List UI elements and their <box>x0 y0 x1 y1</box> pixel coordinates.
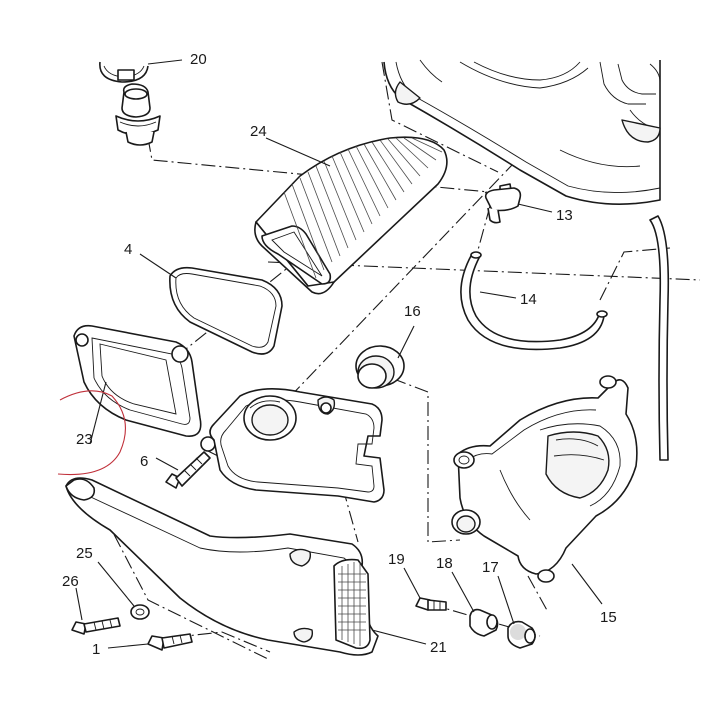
part-13-breather-fitting <box>484 183 553 224</box>
callout-14: 14 <box>520 291 537 308</box>
part-25-washer <box>97 561 150 620</box>
callout-18: 18 <box>436 555 453 572</box>
part-15-intake-housing <box>451 375 638 605</box>
part-17-rubber-grommet <box>497 575 536 649</box>
intake-hose-right <box>649 215 670 461</box>
callout-21: 21 <box>430 639 447 656</box>
lower-cover-grille <box>333 558 371 650</box>
part-20-hose-clamp <box>99 59 183 83</box>
part-21-lower-cover <box>65 477 427 656</box>
callout-16: 16 <box>404 303 421 320</box>
callout-25: 25 <box>76 545 93 562</box>
highlight-circle-23 <box>57 390 126 476</box>
part-14-breather-hose <box>460 251 608 351</box>
callout-4: 4 <box>124 241 132 258</box>
callout-26: 26 <box>62 573 79 590</box>
callout-15: 15 <box>600 609 617 626</box>
frame-airbox-body <box>383 59 661 205</box>
callout-17: 17 <box>482 559 499 576</box>
callout-19: 19 <box>388 551 405 568</box>
part-19-screw <box>403 567 447 611</box>
part-20-connector <box>115 83 161 146</box>
callout-6: 6 <box>140 453 148 470</box>
part-16-rubber-sleeve <box>355 325 415 389</box>
callout-1: 1 <box>92 641 100 658</box>
part-1-bolt <box>107 633 193 651</box>
callout-13: 13 <box>556 207 573 224</box>
filter-pleats <box>283 137 443 279</box>
callout-23: 23 <box>76 431 93 448</box>
callout-20: 20 <box>190 51 207 68</box>
part-6-screw <box>155 451 211 489</box>
part-18-spacer <box>451 571 499 637</box>
part-24-air-filter <box>254 136 448 295</box>
intake-duct-assembly <box>209 388 385 503</box>
part-23-intake-cover <box>73 324 216 452</box>
part-26-bolt <box>71 587 121 635</box>
callout-24: 24 <box>250 123 267 140</box>
part-4-seal-gasket <box>139 253 283 355</box>
